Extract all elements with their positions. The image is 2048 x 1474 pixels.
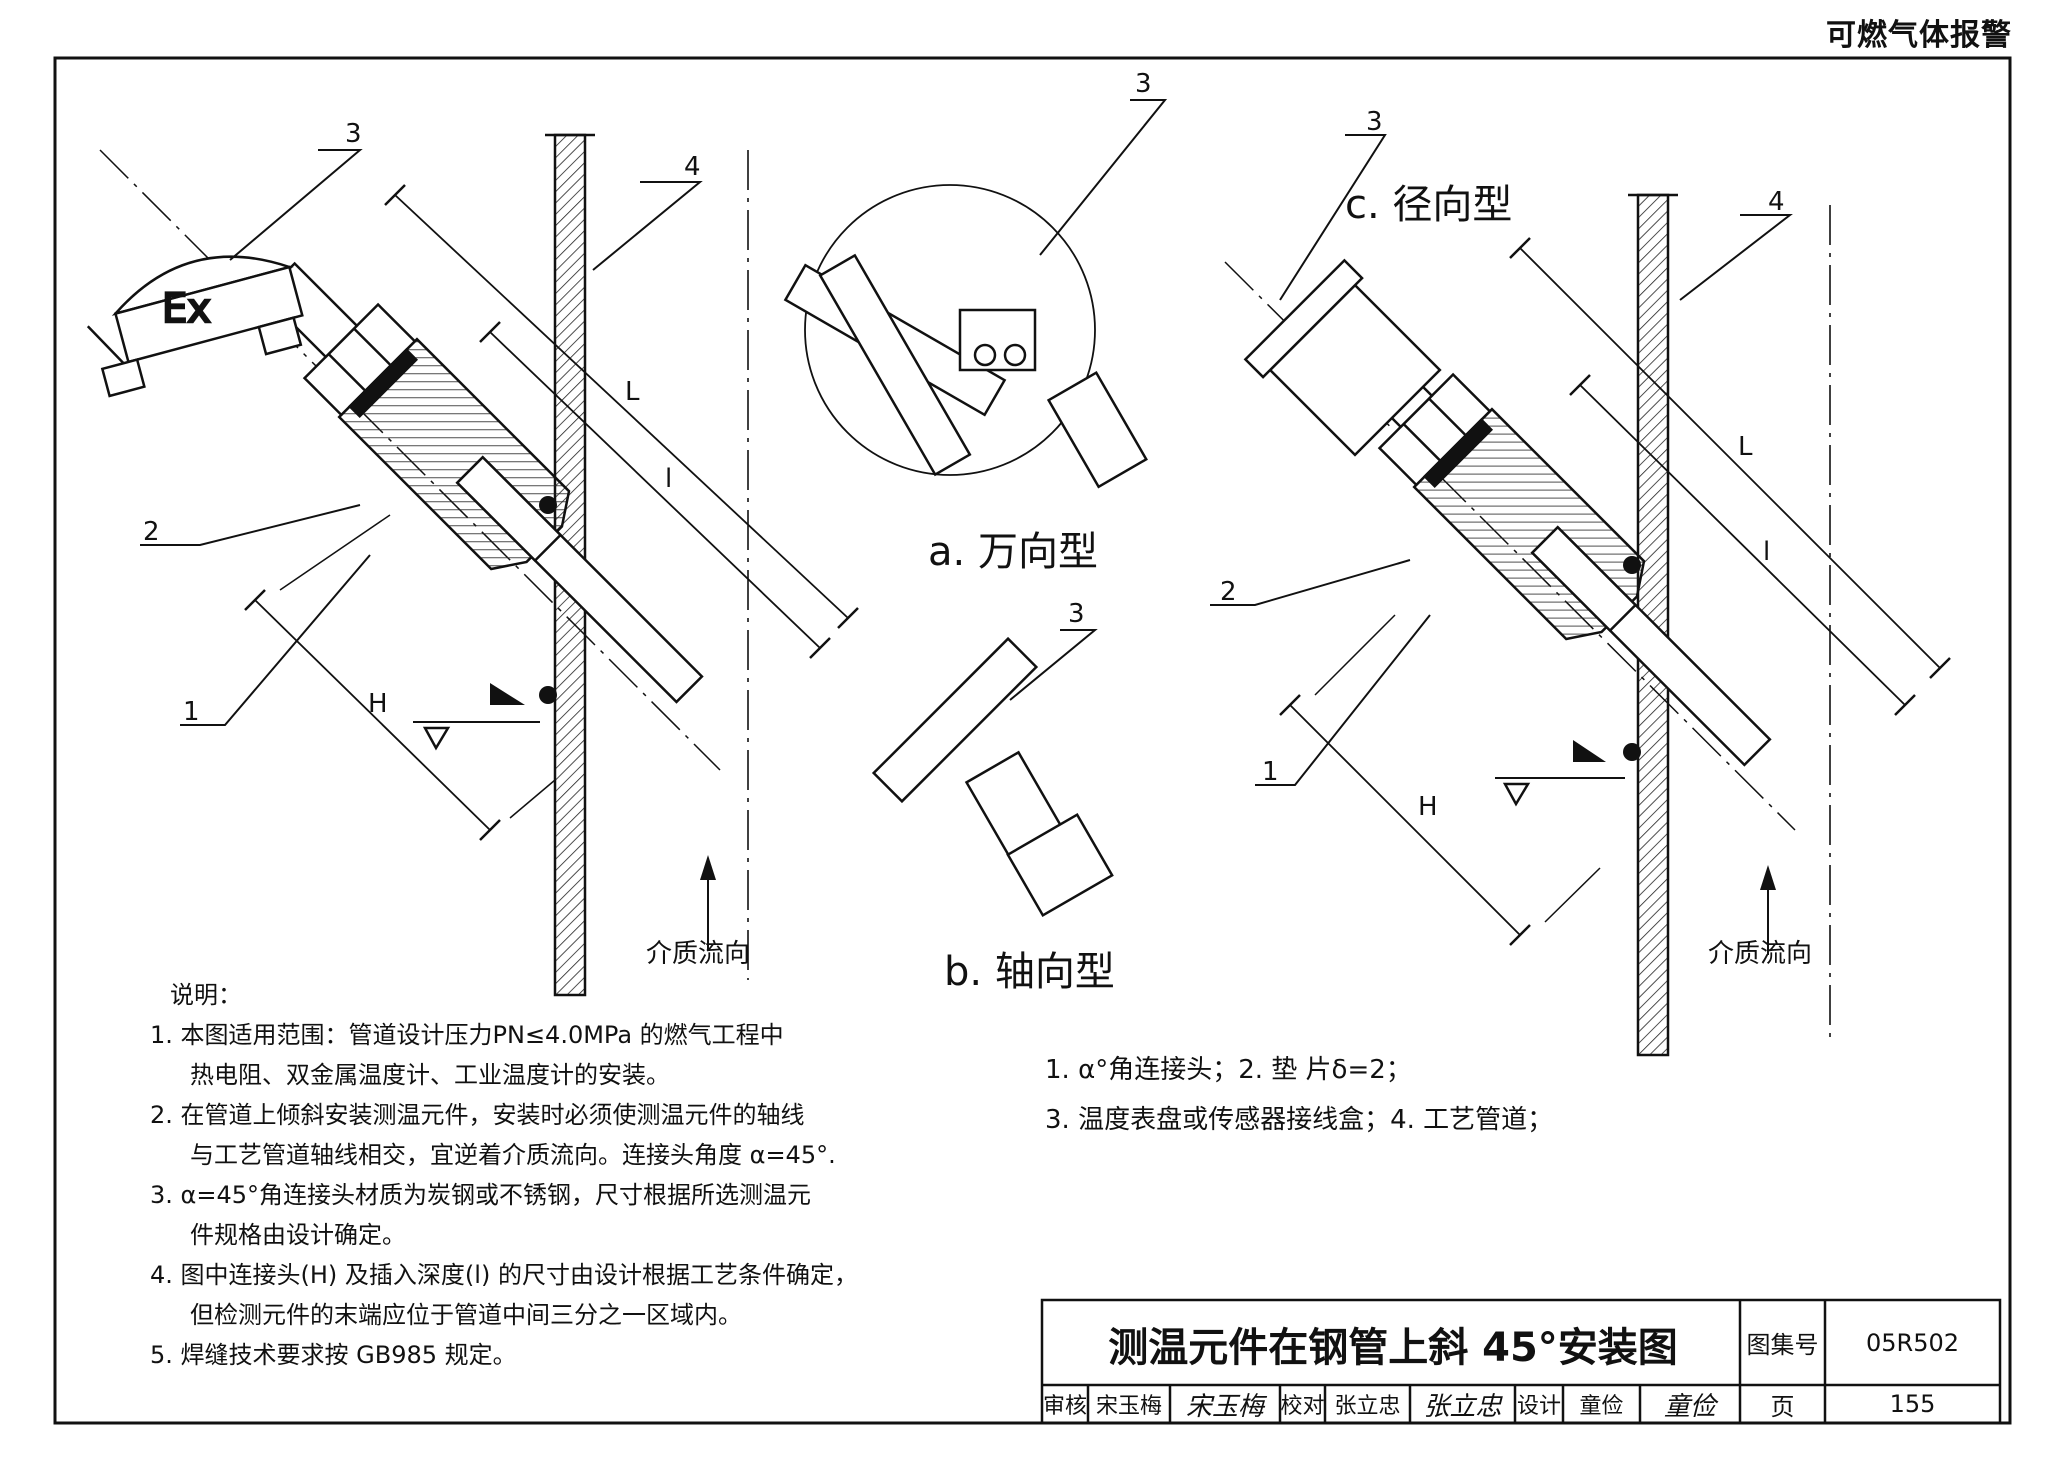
designer-signature: 童俭: [1663, 1391, 1716, 1422]
note-line: 件规格由设计确定。: [190, 1221, 406, 1249]
legend-line: 1. α°角连接头；2. 垫 片δ=2；: [1045, 1055, 1412, 1085]
parts-legend: 1. α°角连接头；2. 垫 片δ=2； 3. 温度表盘或传感器接线盒；4. 工…: [1045, 1045, 1553, 1145]
reviewer-name: 宋玉梅: [1095, 1394, 1162, 1419]
dim-l-left: l: [665, 464, 672, 494]
variant-b-label: b. 轴向型: [944, 949, 1115, 995]
legend-line: 3. 温度表盘或传感器接线盒；4. 工艺管道；: [1045, 1105, 1554, 1135]
atlas-label: 图集号: [1746, 1331, 1819, 1359]
callout-3-left: 3: [345, 119, 362, 149]
notes-heading: 说明：: [170, 981, 242, 1009]
callout-4-left: 4: [684, 152, 701, 182]
note-line: 5. 焊缝技术要求按 GB985 规定。: [150, 1341, 517, 1369]
junction-head-ex: [86, 255, 304, 398]
review-label: 审核: [1042, 1394, 1087, 1419]
drawing-title: 测温元件在钢管上斜 45°安装图: [1108, 1325, 1678, 1371]
note-line: 2. 在管道上倾斜安装测温元件，安装时必须使测温元件的轴线: [150, 1101, 805, 1129]
page-number: 155: [1889, 1390, 1936, 1418]
atlas-number: 05R502: [1865, 1328, 1960, 1357]
checker-name: 张立忠: [1334, 1394, 1401, 1419]
checker-signature: 张立忠: [1423, 1391, 1502, 1422]
page-label: 页: [1770, 1392, 1795, 1421]
drawing-frame: [53, 56, 2012, 1425]
callout-3-right: 3: [1366, 107, 1383, 137]
callout-1-right: 1: [1262, 757, 1279, 787]
design-label: 设计: [1516, 1394, 1561, 1419]
note-line: 3. α=45°角连接头材质为炭钢或不锈钢，尺寸根据所选测温元: [150, 1181, 811, 1209]
callout-2-left: 2: [143, 517, 160, 547]
dim-l-right: l: [1763, 537, 1770, 567]
callout-3-b: 3: [1068, 599, 1085, 629]
variant-a-label: a. 万向型: [928, 529, 1098, 575]
flow-label-right: 介质流向: [1708, 939, 1812, 969]
dim-L-left: L: [625, 377, 640, 407]
title-block: [1040, 1298, 2002, 1425]
note-line: 4. 图中连接头(H) 及插入深度(l) 的尺寸由设计根据工艺条件确定，: [150, 1261, 858, 1289]
note-line: 与工艺管道轴线相交，宜逆着介质流向。连接头角度 α=45°.: [190, 1141, 836, 1169]
callout-4-right: 4: [1768, 187, 1785, 217]
dim-L-right: L: [1738, 432, 1753, 462]
callout-3-a: 3: [1135, 69, 1152, 99]
right-assembly: [1210, 134, 1951, 1057]
note-line: 热电阻、双金属温度计、工业温度计的安装。: [190, 1061, 670, 1089]
page-header-title: 可燃气体报警: [1826, 18, 2012, 53]
notes-block: 说明： 1. 本图适用范围：管道设计压力PN≤4.0MPa 的燃气工程中 热电阻…: [150, 975, 950, 1375]
note-line: 但检测元件的末端应位于管道中间三分之一区域内。: [190, 1301, 742, 1329]
variant-c-label: c. 径向型: [1345, 182, 1512, 228]
dim-H-right: H: [1418, 792, 1438, 822]
note-line: 1. 本图适用范围：管道设计压力PN≤4.0MPa 的燃气工程中: [150, 1021, 784, 1049]
variant-a-universal: [783, 99, 1168, 489]
reviewer-signature: 宋玉梅: [1185, 1391, 1264, 1422]
variant-b-axial: [871, 629, 1114, 918]
designer-name: 童俭: [1579, 1394, 1624, 1419]
dim-H-left: H: [368, 689, 388, 719]
callout-1-left: 1: [183, 697, 200, 727]
left-assembly: Ex: [86, 133, 859, 997]
flow-label-left: 介质流向: [646, 939, 750, 969]
callout-2-right: 2: [1220, 577, 1237, 607]
ex-mark: Ex: [162, 286, 211, 332]
check-label: 校对: [1280, 1394, 1325, 1419]
